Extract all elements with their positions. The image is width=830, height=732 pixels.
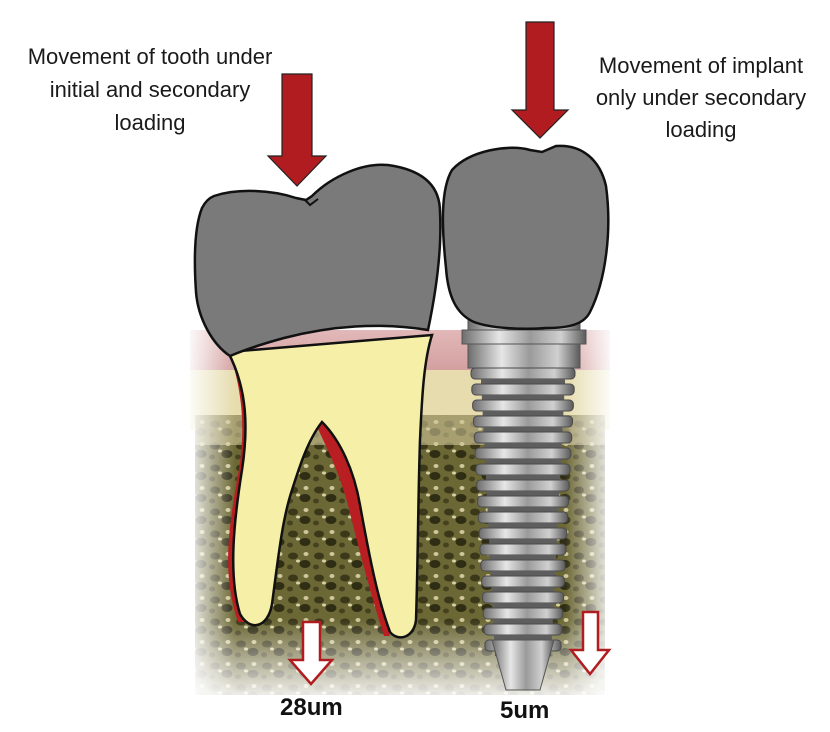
- tooth-caption-line-1: Movement of tooth under: [27, 44, 273, 69]
- implant-thread-core: [482, 411, 564, 416]
- implant-thread-ring: [480, 559, 566, 572]
- implant-thread-core: [487, 507, 559, 512]
- implant-thread-ring: [475, 463, 571, 476]
- implant-thread-ring: [473, 431, 573, 444]
- implant-thread-core: [490, 571, 556, 576]
- tooth-displacement-value: 28um: [280, 694, 343, 721]
- implant-thread-ring: [482, 607, 564, 620]
- tooth-displacement-arrow: [287, 620, 335, 686]
- implant-caption-line-1: Movement of implant: [598, 53, 804, 78]
- tooth-load-arrow: [266, 73, 328, 187]
- implant-movement-caption: Movement of implant only under secondary…: [575, 50, 827, 146]
- implant-thread-ring: [477, 511, 569, 524]
- implant-thread-ring: [476, 479, 570, 492]
- implant-thread-core: [494, 635, 552, 640]
- implant-thread-core: [491, 587, 555, 592]
- implant-thread-ring: [481, 575, 565, 588]
- implant-thread-ring: [477, 495, 569, 508]
- implant-thread-core: [488, 523, 558, 528]
- implant-thread-ring: [472, 399, 574, 412]
- implant-thread-ring: [472, 415, 574, 428]
- implant-thread-ring: [478, 527, 568, 540]
- tooth-caption-line-2: initial and secondary: [49, 77, 251, 102]
- implant-thread-core: [483, 427, 563, 432]
- implant-displacement-value: 5um: [500, 697, 550, 724]
- implant-caption-line-3: loading: [665, 117, 737, 142]
- implant-thread-core: [481, 395, 565, 400]
- implant-thread-core: [484, 443, 562, 448]
- tooth-crown: [193, 163, 442, 358]
- crown-fissure: [303, 198, 319, 207]
- implant-thread-core: [489, 539, 557, 544]
- implant-displacement-arrow: [568, 610, 612, 677]
- implant-thread-ring: [474, 447, 572, 460]
- implant-thread-core: [493, 619, 553, 624]
- implant-thread-core: [481, 379, 565, 384]
- implant-thread-core: [485, 475, 561, 480]
- implant-thread-core: [486, 491, 560, 496]
- implant-thread-ring: [470, 367, 576, 380]
- implant-thread-core: [492, 603, 554, 608]
- implant-load-arrow: [510, 21, 570, 139]
- tooth-caption-line-3: loading: [114, 110, 186, 135]
- implant-thread-core: [485, 459, 561, 464]
- implant-thread-core: [489, 555, 557, 560]
- implant-fixture: [461, 319, 587, 691]
- implant-thread-ring: [479, 543, 567, 556]
- tooth-root: [226, 333, 434, 639]
- implant-crown: [441, 144, 610, 330]
- implant-thread-ring: [481, 591, 565, 604]
- implant-thread-ring: [483, 623, 563, 636]
- implant-thread-ring: [471, 383, 575, 396]
- implant-threads: [470, 367, 576, 656]
- implant-caption-line-2: only under secondary: [595, 85, 807, 110]
- tooth-movement-caption: Movement of tooth under initial and seco…: [4, 40, 296, 139]
